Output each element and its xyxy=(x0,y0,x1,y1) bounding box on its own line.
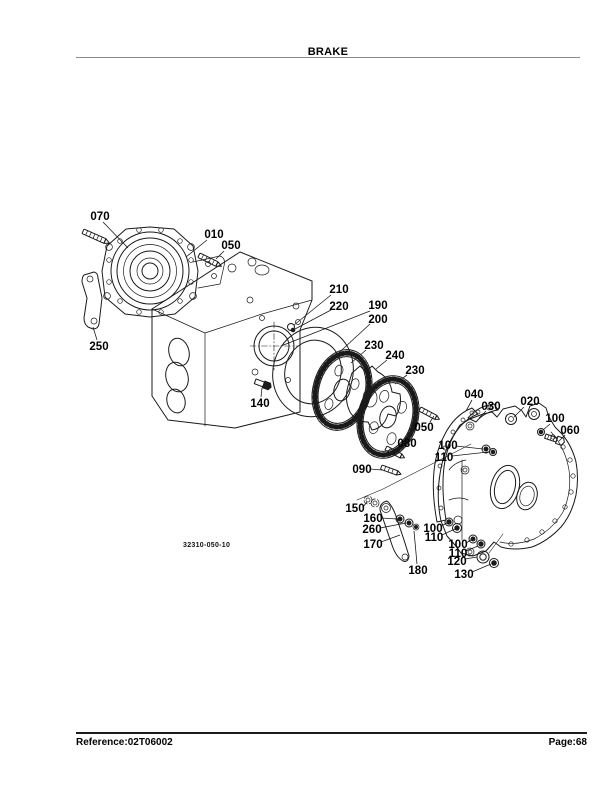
part-callout-140: 140 xyxy=(250,398,269,410)
part-callout-160: 160 xyxy=(363,513,382,525)
leader-line-220 xyxy=(294,309,332,330)
stud-090-drawing xyxy=(380,464,402,476)
leader-line-250 xyxy=(92,326,98,341)
leader-line-180 xyxy=(413,530,418,565)
part-callout-100: 100 xyxy=(448,539,467,551)
lever-250-drawing xyxy=(81,271,103,330)
axle-housing-drawing xyxy=(437,402,578,557)
part-callout-110: 110 xyxy=(449,548,468,560)
leader-line-170 xyxy=(380,534,401,543)
part-callout-100: 100 xyxy=(545,413,564,425)
case-gasket-040-drawing xyxy=(432,403,499,523)
brake-lever-drawing xyxy=(379,500,410,562)
stud-050-left-drawing xyxy=(197,252,222,267)
part-callout-070: 070 xyxy=(90,211,109,223)
part-callout-230: 230 xyxy=(405,365,424,377)
part-callout-100: 100 xyxy=(423,523,442,535)
part-callout-110: 110 xyxy=(435,452,454,464)
part-callout-170: 170 xyxy=(363,539,382,551)
leader-line-230 xyxy=(350,349,367,364)
leader-line-190 xyxy=(280,310,371,347)
header-rule xyxy=(76,57,580,58)
leader-line-160 xyxy=(380,517,398,520)
part-callout-250: 250 xyxy=(89,341,108,353)
leader-line-010 xyxy=(185,239,208,258)
leader-line-100 xyxy=(440,522,448,527)
part-callout-020: 020 xyxy=(520,396,539,408)
part-callout-100: 100 xyxy=(438,440,457,452)
leader-line-050 xyxy=(429,415,435,423)
part-callout-010: 010 xyxy=(204,229,223,241)
leader-line-150 xyxy=(362,501,368,508)
part-callout-230: 230 xyxy=(364,340,383,352)
leader-line-040 xyxy=(465,399,473,412)
brake-cover-drawing xyxy=(101,226,225,318)
part-callout-150: 150 xyxy=(345,503,364,515)
stud-080-drawing xyxy=(384,445,406,459)
part-callout-120: 120 xyxy=(447,556,466,568)
brake-plate-ring-drawing xyxy=(272,326,354,418)
part-callout-040: 040 xyxy=(464,389,483,401)
part-callout-210: 210 xyxy=(329,284,348,296)
section-title: BRAKE xyxy=(307,46,349,58)
part-callout-030: 030 xyxy=(481,401,500,413)
leader-line-090 xyxy=(369,468,383,471)
part-callout-050: 050 xyxy=(414,422,433,434)
brake-disc-2-drawing xyxy=(356,375,420,459)
leader-line-080 xyxy=(395,447,403,452)
stud-050-right-drawing xyxy=(418,406,440,420)
part-callout-180: 180 xyxy=(408,565,427,577)
part-callout-090: 090 xyxy=(352,464,371,476)
part-callout-050: 050 xyxy=(221,240,240,252)
leader-line-130 xyxy=(471,563,492,573)
leader-line-140 xyxy=(260,387,263,398)
part-callout-190: 190 xyxy=(368,300,387,312)
part-callout-240: 240 xyxy=(385,350,404,362)
leader-line-120 xyxy=(464,556,478,560)
leader-line-100 xyxy=(465,539,472,544)
leader-line-020 xyxy=(513,406,525,418)
part-callout-130: 130 xyxy=(454,569,473,581)
leader-line-100 xyxy=(542,423,551,431)
engine-block-drawing xyxy=(151,251,313,429)
leader-line-230 xyxy=(394,374,408,385)
part-callout-260: 260 xyxy=(362,524,381,536)
leader-line-100 xyxy=(455,445,484,450)
leader-line-210 xyxy=(293,294,332,326)
leader-line-110 xyxy=(451,451,489,457)
part-callout-220: 220 xyxy=(329,301,348,313)
part-callout-080: 080 xyxy=(397,438,416,450)
leader-line-110 xyxy=(465,545,479,552)
footer-rule xyxy=(76,732,587,734)
leader-line-070 xyxy=(102,221,129,249)
drawing-number: 32310-050-10 xyxy=(183,542,230,549)
leader-line-110 xyxy=(441,528,456,536)
leader-line-030 xyxy=(478,410,487,419)
leader-line-260 xyxy=(379,522,407,529)
fastener-group-drawing xyxy=(356,443,504,568)
page-number: Page:68 xyxy=(548,737,587,748)
diagram-line-art xyxy=(81,226,578,568)
leader-line-050 xyxy=(215,250,225,260)
part-callout-060: 060 xyxy=(560,425,579,437)
part-callout-200: 200 xyxy=(368,314,387,326)
part-callout-110: 110 xyxy=(425,532,444,544)
leader-line-060 xyxy=(558,434,566,442)
reference-number: Reference:02T06002 xyxy=(76,737,173,748)
stud-070-drawing xyxy=(81,228,110,244)
leader-line-240 xyxy=(375,359,388,370)
leader-line-200 xyxy=(318,323,371,372)
